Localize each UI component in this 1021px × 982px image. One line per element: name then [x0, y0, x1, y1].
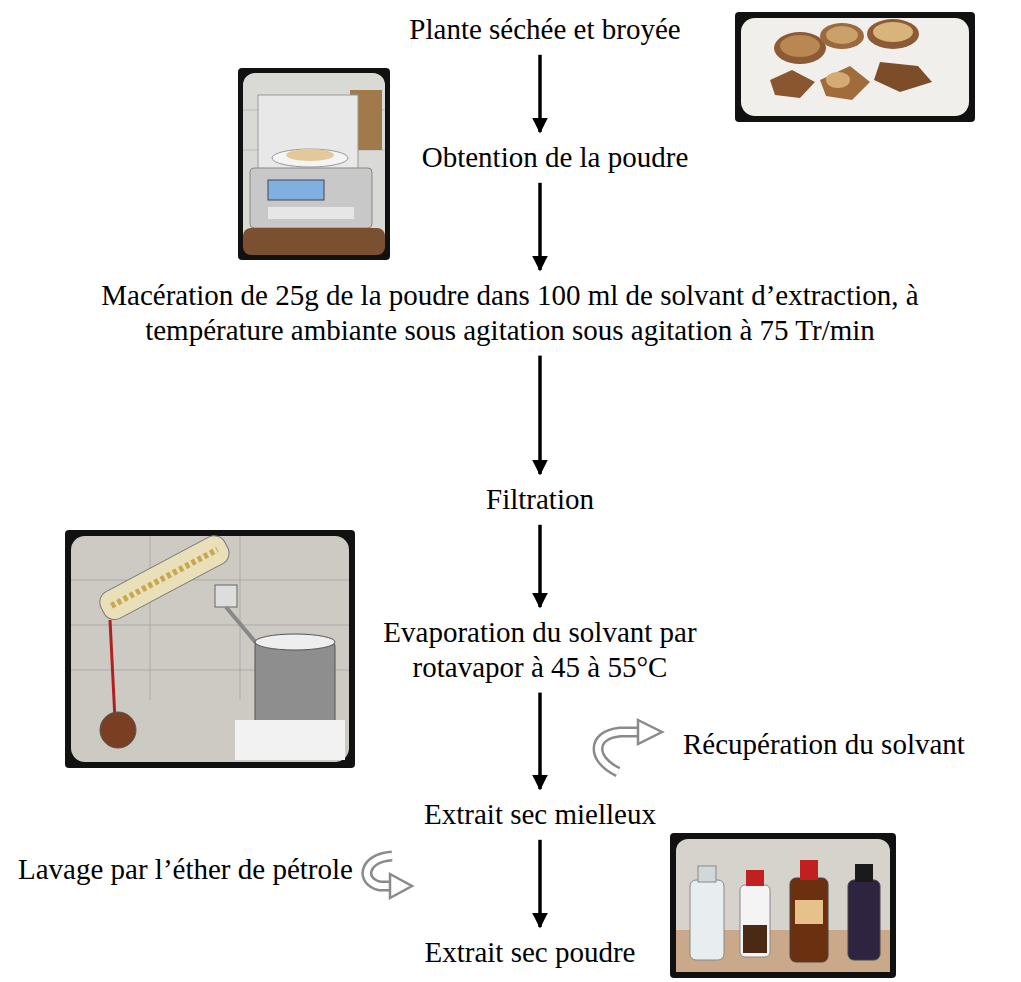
process-step: Extrait sec poudre — [425, 935, 636, 970]
process-step: Evaporation du solvant par rotavapor à 4… — [370, 615, 710, 685]
flow-arrow — [538, 693, 542, 789]
flow-arrow — [538, 840, 542, 927]
step-text: Obtention de la poudre — [422, 140, 689, 175]
process-step: Plante séchée et broyée — [409, 12, 680, 47]
side-label: Lavage par l’éther de pétrole — [18, 852, 353, 887]
plant-photo — [735, 12, 975, 122]
process-step: Macération de 25g de la poudre dans 100 … — [35, 278, 985, 348]
step-text: Extrait sec poudre — [425, 935, 636, 970]
step-text: Plante séchée et broyée — [409, 12, 680, 47]
process-step: Filtration — [486, 482, 594, 517]
step-text: Filtration — [486, 482, 594, 517]
step-text: Extrait sec mielleux — [424, 797, 656, 832]
process-step: Extrait sec mielleux — [424, 797, 656, 832]
flow-arrow — [538, 356, 542, 474]
side-label: Récupération du solvant — [683, 727, 965, 762]
step-text: Macération de 25g de la poudre dans 100 … — [35, 278, 985, 348]
flow-arrow — [538, 525, 542, 607]
balance-photo — [238, 68, 390, 260]
rotavapor-photo — [65, 530, 355, 768]
curved-arrow — [598, 720, 662, 772]
flow-arrow — [538, 55, 542, 132]
bottles-photo — [670, 833, 896, 978]
flow-arrow — [538, 183, 542, 270]
step-text: Evaporation du solvant par rotavapor à 4… — [370, 615, 710, 685]
process-step: Obtention de la poudre — [422, 140, 689, 175]
curved-arrow — [367, 856, 412, 898]
